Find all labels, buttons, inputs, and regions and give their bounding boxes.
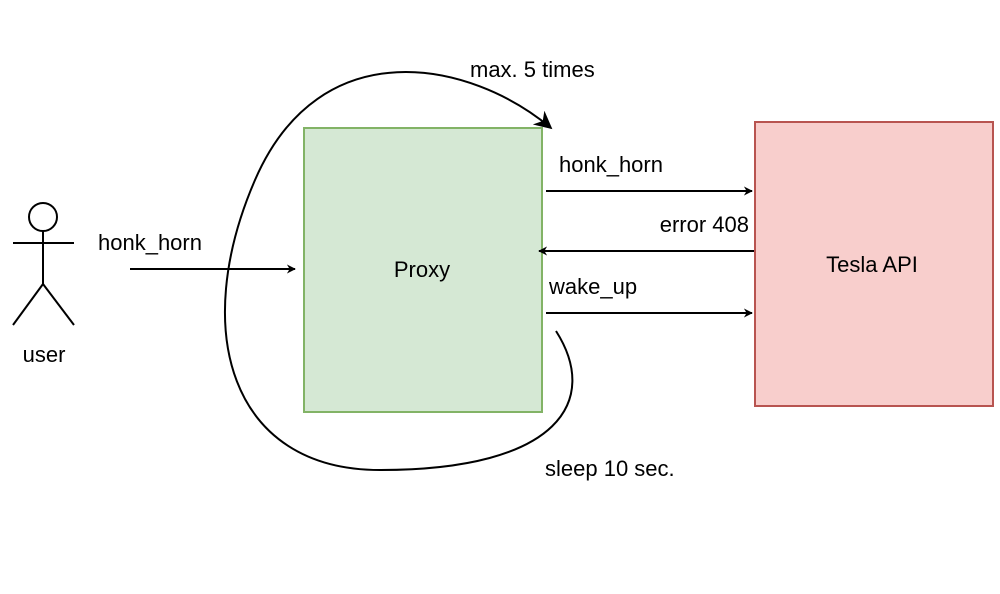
edge-user-to-proxy-label: honk_horn — [98, 230, 202, 255]
edge-api-to-proxy-error-label: error 408 — [660, 212, 749, 237]
edge-user-to-proxy: honk_horn — [98, 230, 296, 274]
retry-loop-curve — [224, 71, 574, 472]
edge-proxy-to-api-honk-label: honk_horn — [559, 152, 663, 177]
loop-sleep-label: sleep 10 sec. — [545, 456, 675, 481]
user-actor-icon — [12, 202, 75, 326]
user-label: user — [23, 342, 66, 367]
edge-proxy-to-api-honk: honk_horn — [546, 152, 753, 196]
tesla-api-node: Tesla API — [754, 121, 994, 407]
retry-loop: max. 5 times sleep 10 sec. — [224, 57, 675, 481]
tesla-api-label: Tesla API — [826, 252, 918, 277]
proxy-box — [303, 127, 543, 413]
edge-proxy-to-api-wake: wake_up — [546, 274, 753, 318]
proxy-node: Proxy — [303, 127, 543, 413]
proxy-label: Proxy — [394, 257, 450, 282]
tesla-api-box — [754, 121, 994, 407]
edge-api-to-proxy-error: error 408 — [538, 212, 754, 256]
edge-proxy-to-api-wake-label: wake_up — [548, 274, 637, 299]
loop-max-label: max. 5 times — [470, 57, 595, 82]
